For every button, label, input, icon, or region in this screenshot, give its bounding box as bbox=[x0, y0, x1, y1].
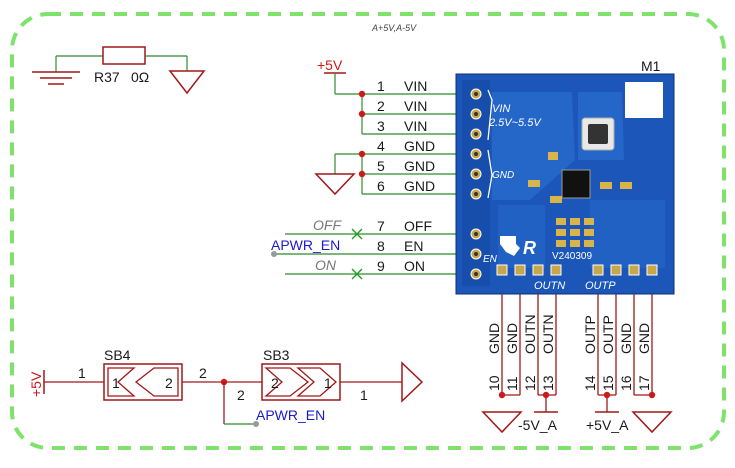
sb3-ref: SB3 bbox=[263, 347, 290, 363]
pin-name: VIN bbox=[404, 98, 427, 114]
r37-ref: R37 bbox=[94, 69, 120, 85]
junction-dot bbox=[603, 391, 611, 399]
pin-number: 11 bbox=[504, 376, 520, 391]
ground-symbol-bottom-right bbox=[631, 411, 673, 434]
pin-name: GND bbox=[486, 323, 502, 354]
pin-number: 13 bbox=[540, 375, 556, 391]
sb4-pin1-number: 1 bbox=[78, 365, 86, 381]
r37-value: 0Ω bbox=[131, 69, 149, 85]
module-m1[interactable]: R bbox=[455, 73, 675, 295]
resistor-r37[interactable] bbox=[55, 46, 188, 72]
left-header-pads bbox=[470, 88, 482, 280]
pin-number: 16 bbox=[618, 375, 634, 391]
pin-number: 15 bbox=[600, 375, 616, 391]
module-bottom-pin-numbers: 10 11 12 13 14 15 16 17 bbox=[486, 375, 652, 391]
pin-name: VIN bbox=[404, 118, 427, 134]
ground-symbol-bottom-left bbox=[481, 411, 523, 434]
power-label-p5v-a: +5V_A bbox=[586, 417, 629, 433]
ti-logo bbox=[500, 236, 520, 256]
pin-name: GND bbox=[404, 158, 435, 174]
net-end-dot bbox=[271, 251, 277, 257]
junction-dot bbox=[358, 150, 366, 158]
bottom-header-pads bbox=[496, 264, 658, 276]
pin-name: GND bbox=[618, 323, 634, 354]
power-label-p5v-top: +5V bbox=[317, 57, 343, 73]
sb3-pin1-number: 1 bbox=[360, 387, 368, 403]
sb3-pin2-number: 2 bbox=[237, 387, 245, 403]
sheet-border bbox=[10, 12, 726, 450]
m1-ref: M1 bbox=[641, 58, 661, 74]
pin-number: 6 bbox=[377, 178, 385, 194]
pin-number: 5 bbox=[377, 158, 385, 174]
r-logo: R bbox=[523, 238, 536, 258]
pin-number: 2 bbox=[377, 98, 385, 114]
board-silk-en: EN bbox=[483, 254, 498, 265]
no-connect-mark bbox=[351, 228, 363, 280]
pin-name: OUTN bbox=[522, 314, 538, 354]
junction-dot bbox=[358, 110, 366, 118]
sb3-net-label[interactable]: APWR_EN bbox=[256, 407, 325, 423]
sb3-pad1: 1 bbox=[324, 375, 332, 391]
pin-number: 17 bbox=[636, 375, 652, 391]
pin-number: 7 bbox=[377, 218, 385, 234]
solder-bridge-sb3[interactable] bbox=[261, 363, 341, 401]
junction-dot bbox=[358, 90, 366, 98]
junction-dot bbox=[542, 391, 550, 399]
en-net-label[interactable]: APWR_EN bbox=[271, 237, 340, 253]
solder-bridge-sb4[interactable] bbox=[103, 363, 183, 401]
pin-name: ON bbox=[404, 258, 425, 274]
power-label-n5v-a: -5V_A bbox=[518, 417, 558, 433]
board-silk-gnd: GND bbox=[492, 170, 514, 181]
m1-qr-label bbox=[625, 82, 663, 118]
vin-wires bbox=[334, 73, 470, 135]
sb4-pad2: 2 bbox=[165, 375, 173, 391]
pin-name: GND bbox=[404, 178, 435, 194]
power-label-p5v-left: +5V bbox=[28, 371, 44, 397]
pin-number: 12 bbox=[522, 375, 538, 391]
pin-number: 10 bbox=[486, 375, 502, 391]
pin-name: GND bbox=[636, 323, 652, 354]
pin-number: 8 bbox=[377, 238, 385, 254]
junction-dot bbox=[498, 391, 506, 399]
en-wires bbox=[274, 233, 470, 275]
pin-number: 9 bbox=[377, 258, 385, 274]
pin-name: OUTN bbox=[540, 314, 556, 354]
ground-symbol-gnd bbox=[314, 173, 356, 196]
net-end-dot bbox=[253, 421, 259, 427]
board-silk-vin: VIN bbox=[492, 103, 510, 115]
pin-number: 1 bbox=[377, 78, 385, 94]
pin-name: OUTP bbox=[600, 315, 616, 354]
sb3-pad2: 2 bbox=[271, 375, 279, 391]
module-left-pins: 1 VIN 2 VIN 3 VIN 4 GND 5 GND 6 GND 7 OF… bbox=[377, 78, 435, 274]
pin-number: 14 bbox=[582, 375, 598, 391]
junction-dot bbox=[358, 170, 366, 178]
bottom-bus-wires bbox=[502, 394, 652, 412]
board-silk-part: V240309 bbox=[552, 251, 592, 262]
pin-name: OUTP bbox=[582, 315, 598, 354]
gnd-wires bbox=[334, 153, 470, 195]
sb4-pad1: 1 bbox=[112, 375, 120, 391]
sheet-title: A+5V,A-5V bbox=[371, 23, 417, 33]
en-label-off: OFF bbox=[313, 217, 342, 233]
sb4-pin2-number: 2 bbox=[199, 365, 207, 381]
board-silk-outp: OUTP bbox=[585, 280, 616, 292]
bottom-pin-wires bbox=[501, 294, 653, 395]
junction-dot bbox=[648, 391, 656, 399]
board-silk-vin-range: 2.5V~5.5V bbox=[488, 117, 542, 129]
pin-name: VIN bbox=[404, 78, 427, 94]
pin-number: 4 bbox=[377, 138, 385, 154]
en-label-on: ON bbox=[315, 257, 337, 273]
ground-symbol-r37 bbox=[168, 70, 206, 95]
pin-name: OFF bbox=[404, 218, 432, 234]
sb4-ref: SB4 bbox=[104, 347, 131, 363]
pin-name: EN bbox=[404, 238, 423, 254]
pin-name: GND bbox=[504, 323, 520, 354]
earth-ground-symbol bbox=[32, 71, 80, 85]
board-silk-outn: OUTN bbox=[534, 280, 565, 292]
module-bottom-pin-names: GND GND OUTN OUTN OUTP OUTP GND GND bbox=[486, 314, 652, 354]
pin-number: 3 bbox=[377, 118, 385, 134]
ground-symbol-sb3 bbox=[401, 361, 424, 403]
pin-name: GND bbox=[404, 138, 435, 154]
